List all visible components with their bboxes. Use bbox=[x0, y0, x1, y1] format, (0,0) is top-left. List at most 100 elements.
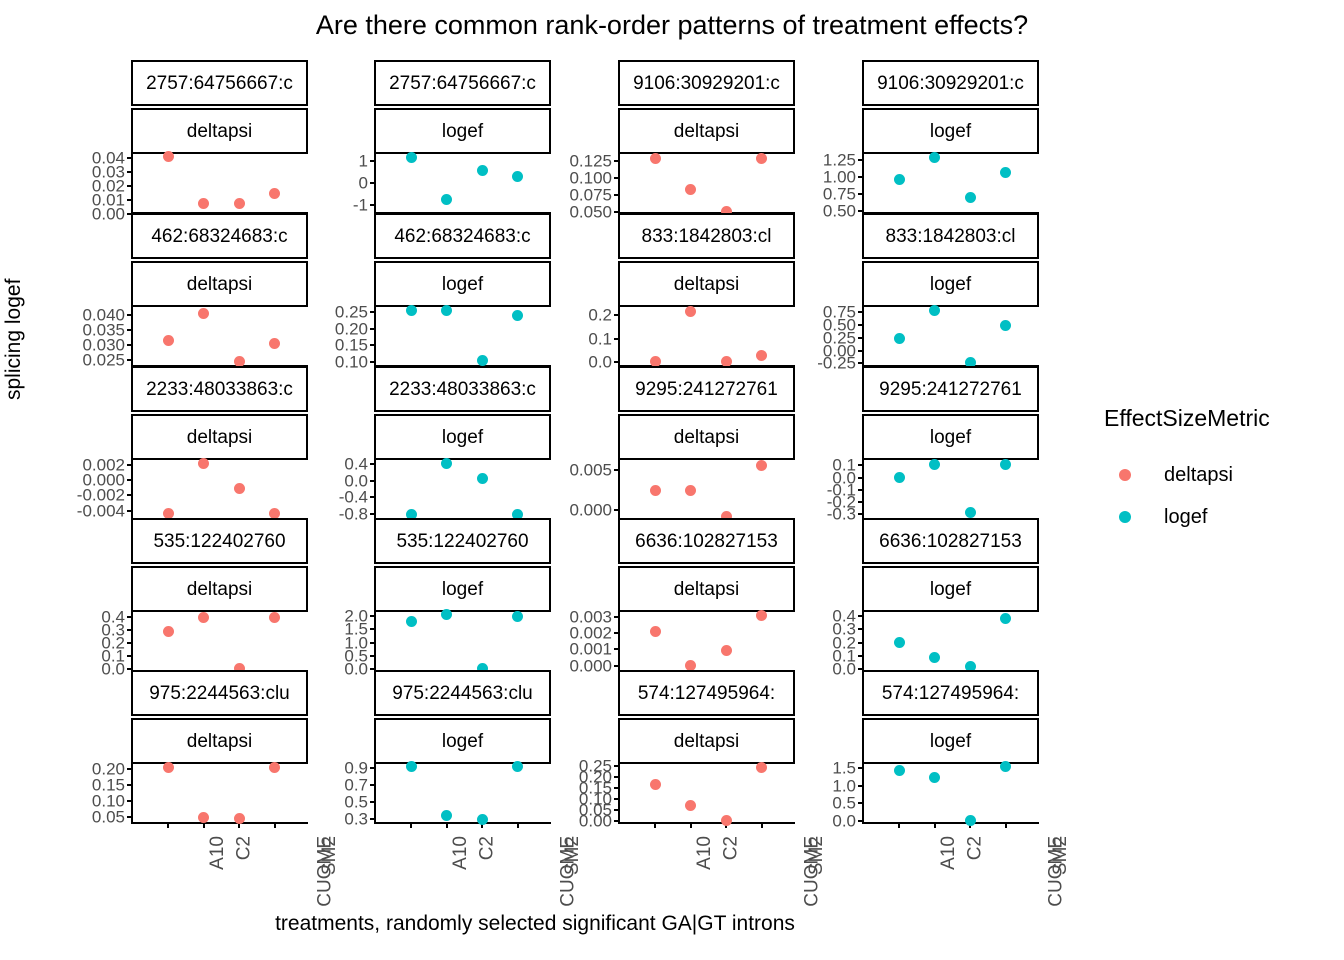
y-axis-tick-label: 1.0 bbox=[344, 633, 368, 653]
y-axis-tick-label: 0.002 bbox=[569, 623, 612, 643]
y-axis-tick-label: 0.3 bbox=[101, 620, 125, 640]
y-axis-tick bbox=[127, 213, 133, 215]
y-axis-tick-label: 0.50 bbox=[822, 201, 856, 221]
y-axis-tick-label: 0.025 bbox=[82, 350, 125, 369]
facet-strip-metric: logef bbox=[374, 414, 551, 460]
facet-strip-metric: logef bbox=[862, 414, 1039, 460]
facet-strip-intron-label: 2757:64756667:c bbox=[146, 72, 293, 94]
y-axis-tick-label: 0.4 bbox=[832, 606, 856, 626]
data-point bbox=[512, 509, 524, 521]
y-axis-tick bbox=[370, 361, 376, 363]
y-axis-label: splicing logef bbox=[2, 278, 25, 400]
y-axis-tick bbox=[127, 343, 133, 346]
data-point bbox=[162, 150, 174, 162]
y-axis-tick-label: 1.5 bbox=[832, 758, 856, 778]
y-axis-tick bbox=[614, 798, 620, 801]
x-axis-tick-label: C2 bbox=[720, 836, 742, 861]
y-axis-tick-label: 0.25 bbox=[578, 756, 612, 776]
facet-strip-intron-label: 2757:64756667:c bbox=[389, 72, 536, 94]
facet-strip-metric-label: logef bbox=[441, 120, 484, 142]
data-point bbox=[893, 637, 905, 649]
y-axis-tick-label: 0.20 bbox=[91, 759, 125, 779]
data-point bbox=[476, 472, 488, 484]
facet-strip-intron-label: 535:122402760 bbox=[396, 530, 529, 552]
facet-strip-metric: logef bbox=[862, 108, 1039, 154]
facet-strip-metric: deltapsi bbox=[618, 261, 795, 307]
x-axis-tick bbox=[273, 822, 276, 828]
facet-strip-metric: deltapsi bbox=[618, 108, 795, 154]
x-axis-tick bbox=[445, 822, 448, 828]
y-axis-tick bbox=[127, 815, 133, 818]
data-point bbox=[720, 814, 732, 826]
y-axis-tick-label: 0.000 bbox=[569, 656, 612, 675]
y-axis-tick bbox=[858, 488, 864, 491]
y-axis-tick-label: 0.0 bbox=[344, 659, 368, 679]
y-axis-tick bbox=[614, 648, 620, 651]
legend-item-logef[interactable]: logef bbox=[1104, 496, 1270, 538]
facet-strip-intron: 462:68324683:c bbox=[131, 213, 308, 259]
y-axis-tick bbox=[614, 809, 620, 812]
y-axis-tick bbox=[858, 193, 864, 196]
y-axis-tick-label: -0.002 bbox=[76, 485, 125, 505]
y-axis-tick-label: 0.00 bbox=[578, 811, 612, 831]
y-axis-tick bbox=[370, 204, 376, 207]
y-axis-tick-label: 1.00 bbox=[822, 167, 856, 187]
facet-strip-metric-label: logef bbox=[929, 273, 972, 295]
facet-strip-intron: 6636:102827153 bbox=[618, 518, 795, 564]
facet-strip-intron: 574:127495964: bbox=[862, 670, 1039, 716]
y-axis-tick-label: -1 bbox=[352, 195, 368, 215]
facet-strip-intron: 6636:102827153 bbox=[862, 518, 1039, 564]
facet-strip-metric-label: logef bbox=[441, 730, 484, 752]
legend-item-deltapsi[interactable]: deltapsi bbox=[1104, 454, 1270, 496]
x-axis-tick bbox=[516, 822, 519, 828]
facet-strip-metric-label: logef bbox=[929, 426, 972, 448]
y-axis-tick bbox=[858, 362, 864, 365]
data-point bbox=[756, 349, 768, 361]
legend-key-swatch bbox=[1104, 469, 1146, 481]
y-axis-tick-label: 0.00 bbox=[822, 341, 856, 361]
y-axis-tick-label: 0.02 bbox=[91, 176, 125, 196]
facet-strip-intron: 9295:241272761 bbox=[862, 366, 1039, 412]
data-point bbox=[964, 815, 976, 826]
x-axis-tick bbox=[238, 822, 241, 828]
legend-dot-icon bbox=[1119, 511, 1131, 523]
y-axis-tick bbox=[127, 313, 133, 316]
data-point bbox=[1000, 459, 1012, 471]
data-point bbox=[162, 761, 174, 773]
x-axis-tick-label: C2 bbox=[476, 836, 498, 861]
y-axis-tick-label: 0.7 bbox=[344, 775, 368, 795]
data-point bbox=[964, 357, 976, 369]
y-axis-tick bbox=[127, 509, 133, 512]
y-axis-tick bbox=[614, 176, 620, 179]
data-point bbox=[476, 165, 488, 177]
y-axis-tick bbox=[614, 468, 620, 471]
facet-strip-intron-label: 9295:241272761 bbox=[879, 378, 1022, 400]
data-point bbox=[269, 507, 281, 519]
data-point bbox=[233, 813, 245, 825]
y-axis-tick-label: 1.0 bbox=[832, 776, 856, 796]
data-point bbox=[441, 457, 453, 469]
data-point bbox=[964, 661, 976, 673]
facet-strip-intron-label: 535:122402760 bbox=[153, 530, 286, 552]
y-axis-tick bbox=[127, 157, 133, 160]
data-point bbox=[929, 651, 941, 663]
y-axis-tick bbox=[127, 185, 133, 188]
data-point bbox=[756, 761, 768, 773]
facet-strip-intron: 975:2244563:clu bbox=[374, 670, 551, 716]
data-point bbox=[441, 810, 453, 822]
facet-strip-metric: logef bbox=[862, 718, 1039, 764]
y-axis-tick-label: 0.0 bbox=[588, 352, 612, 372]
facet-strip-metric: logef bbox=[374, 718, 551, 764]
